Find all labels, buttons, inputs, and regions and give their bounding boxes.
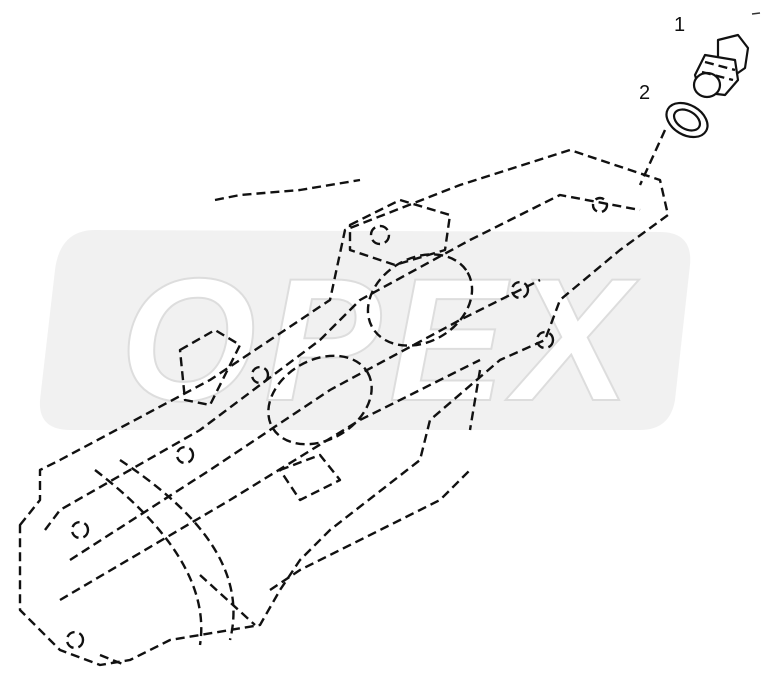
watermark-logo: OPEX xyxy=(39,230,691,439)
housing-outline xyxy=(18,148,670,667)
leader-line xyxy=(638,129,667,186)
corner-mark xyxy=(751,12,761,15)
washer-part xyxy=(665,101,709,139)
plug-part xyxy=(692,33,750,99)
callout-2: 2 xyxy=(639,82,651,104)
callout-1: 1 xyxy=(674,14,686,36)
svg-text:OPEX: OPEX xyxy=(120,243,640,438)
